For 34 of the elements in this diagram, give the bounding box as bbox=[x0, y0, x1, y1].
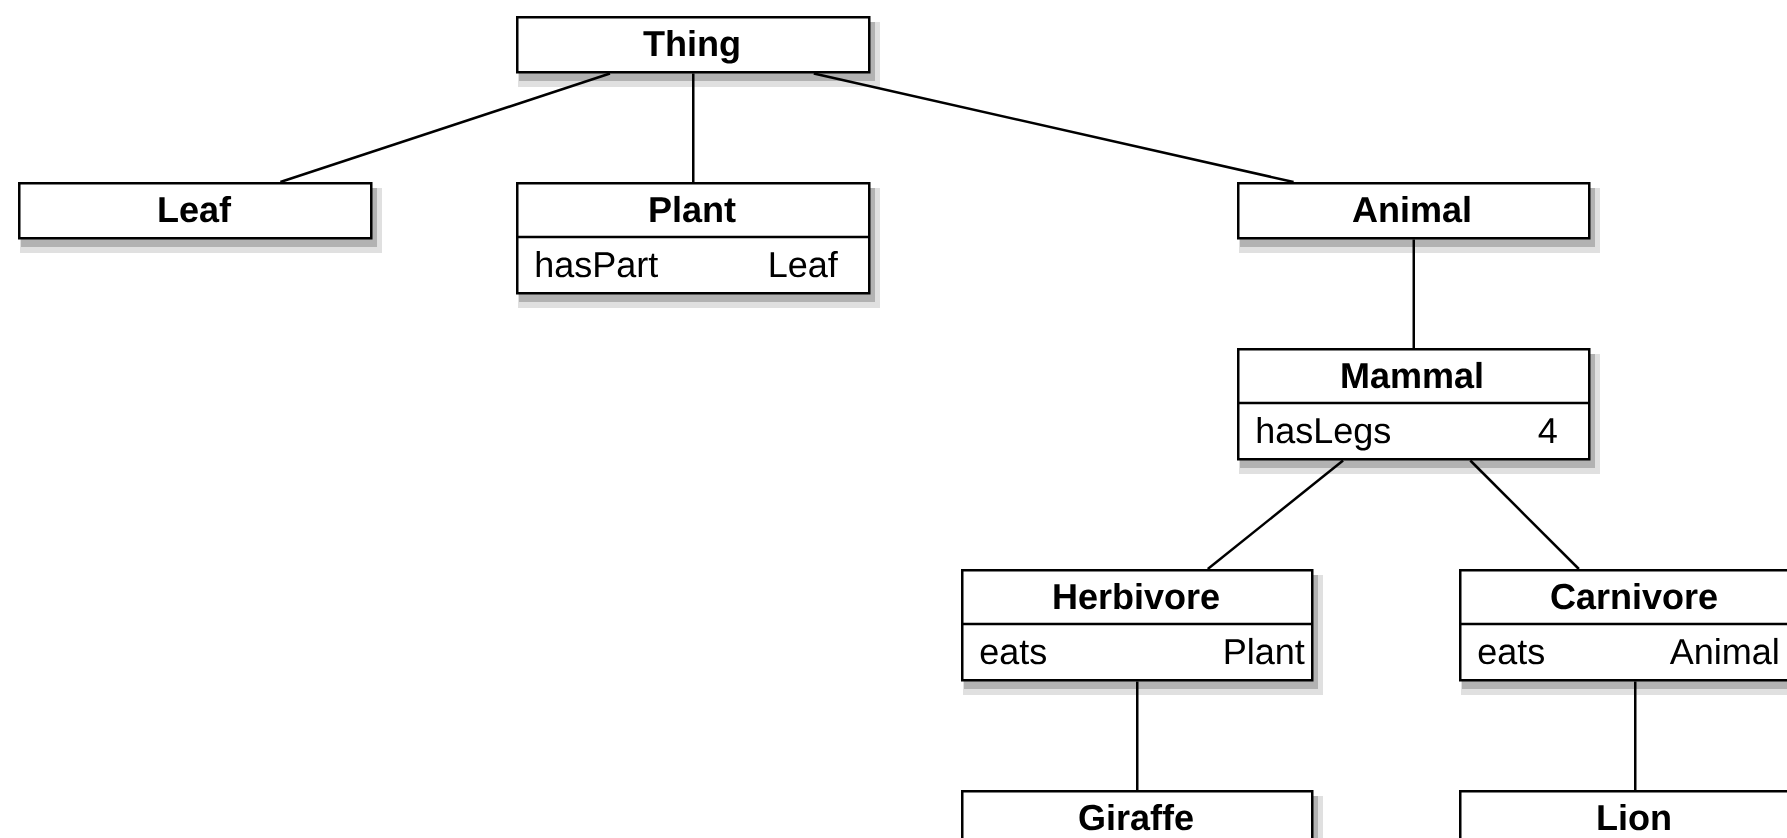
class-name: Leaf bbox=[159, 195, 232, 223]
connector-line bbox=[1412, 239, 1415, 348]
attribute-value: Plant bbox=[1225, 637, 1305, 665]
class-box bbox=[516, 16, 880, 87]
connector-line bbox=[1469, 459, 1580, 570]
class-box bbox=[961, 569, 1323, 695]
class-box bbox=[1237, 348, 1600, 474]
connector-line bbox=[1634, 681, 1637, 790]
connector-line bbox=[813, 72, 1294, 184]
connector-line bbox=[692, 73, 695, 182]
class-box bbox=[18, 182, 382, 253]
attribute-name: hasLegs bbox=[1257, 416, 1390, 451]
class-box bbox=[1459, 569, 1787, 695]
attribute-name: eats bbox=[1478, 640, 1544, 665]
connector-line bbox=[1136, 681, 1139, 790]
attribute-name: hasPart bbox=[536, 250, 658, 278]
class-box bbox=[1237, 182, 1600, 253]
class-name: Animal bbox=[1352, 195, 1470, 223]
class-box bbox=[961, 790, 1323, 838]
class-name: Giraffe bbox=[1079, 803, 1193, 831]
class-box bbox=[516, 182, 880, 308]
attribute-name: eats bbox=[980, 640, 1046, 665]
class-name: Thing bbox=[643, 29, 739, 64]
attribute-value: Animal bbox=[1669, 637, 1778, 665]
class-name: Carnivore bbox=[1551, 582, 1717, 610]
class-box bbox=[1459, 790, 1787, 838]
class-name: Lion bbox=[1598, 803, 1670, 831]
class-name: Mammal bbox=[1342, 361, 1482, 389]
connector-line bbox=[279, 72, 611, 184]
attribute-value: 4 bbox=[1538, 418, 1557, 443]
connector-line bbox=[1206, 459, 1344, 570]
class-name: Herbivore bbox=[1054, 582, 1219, 610]
attribute-value: Leaf bbox=[770, 250, 838, 278]
class-name: Plant bbox=[650, 195, 736, 223]
